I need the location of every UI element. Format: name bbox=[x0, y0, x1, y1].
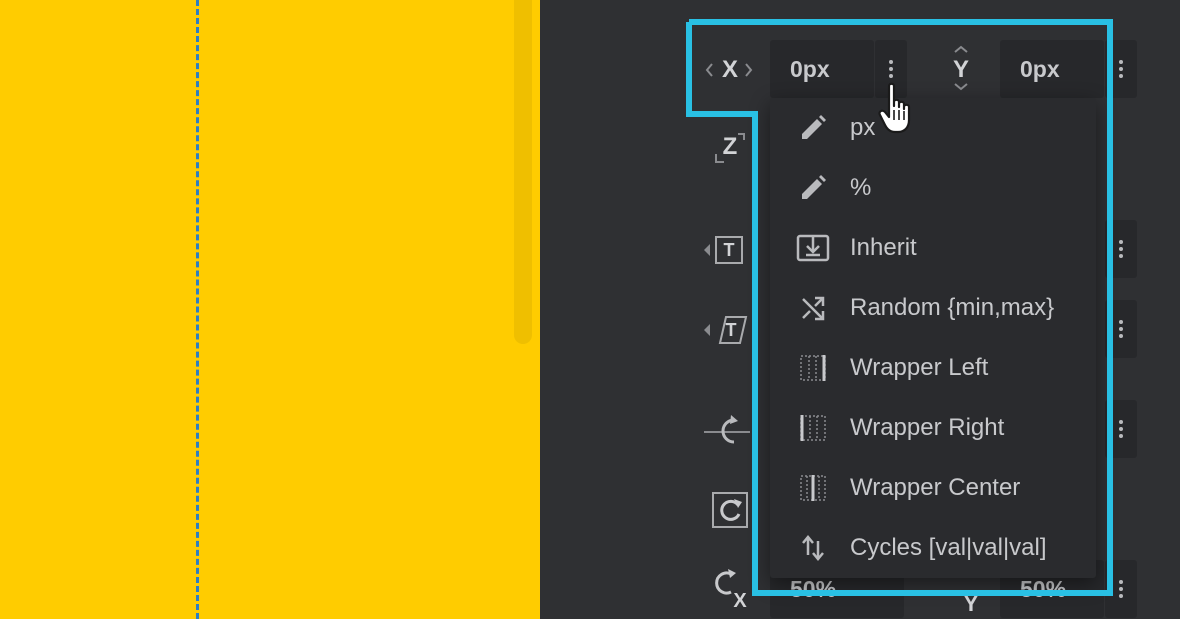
x-axis-label: X bbox=[721, 56, 738, 83]
pencil-icon bbox=[796, 171, 830, 205]
rotate-3d-icon bbox=[702, 410, 752, 450]
x-value-field[interactable]: 0px bbox=[770, 40, 874, 98]
menu-item-percent[interactable]: % bbox=[770, 158, 1096, 218]
row5-menu-button[interactable] bbox=[1105, 400, 1137, 458]
more-vertical-icon bbox=[1119, 427, 1123, 431]
menu-item-label: Random {min,max} bbox=[850, 294, 1055, 321]
more-vertical-icon bbox=[1119, 327, 1123, 331]
more-vertical-icon bbox=[1119, 67, 1123, 71]
wrapper-right-icon bbox=[796, 411, 830, 445]
row3-menu-button[interactable] bbox=[1105, 220, 1137, 278]
y-value-field[interactable]: 0px bbox=[1000, 40, 1104, 98]
more-vertical-icon bbox=[1119, 247, 1123, 251]
origin-menu-button[interactable] bbox=[1105, 560, 1137, 618]
menu-item-label: Wrapper Right bbox=[850, 414, 1005, 441]
menu-item-inherit[interactable]: Inherit bbox=[770, 218, 1096, 278]
menu-item-random[interactable]: Random {min,max} bbox=[770, 278, 1096, 338]
x-value: 0px bbox=[790, 55, 830, 82]
canvas-preview bbox=[0, 0, 540, 619]
more-vertical-icon bbox=[889, 67, 893, 71]
wrapper-center-icon bbox=[796, 471, 830, 505]
shuffle-icon bbox=[796, 291, 830, 325]
more-vertical-icon bbox=[1119, 587, 1123, 591]
z-axis-label: Z bbox=[722, 133, 738, 160]
menu-item-label: Cycles [val|val|val] bbox=[850, 534, 1047, 561]
hand-cursor-icon bbox=[878, 82, 911, 134]
origin-y-label: Y bbox=[963, 591, 979, 616]
menu-item-label: Wrapper Center bbox=[850, 474, 1021, 501]
y-unit-menu-button[interactable] bbox=[1105, 40, 1137, 98]
origin-x-label: X bbox=[733, 589, 747, 612]
wrapper-left-icon bbox=[796, 351, 830, 385]
pencil-icon bbox=[796, 111, 830, 145]
rotate-icon bbox=[710, 490, 750, 530]
menu-item-cycles[interactable]: Cycles [val|val|val] bbox=[770, 518, 1096, 578]
cycles-icon bbox=[796, 531, 830, 565]
text-rotate-label: T bbox=[723, 239, 735, 260]
unit-dropdown-menu: px % Inherit Random {min,max} Wrapper Le… bbox=[770, 98, 1096, 578]
row4-menu-button[interactable] bbox=[1105, 300, 1137, 358]
y-axis-label: Y bbox=[952, 56, 969, 83]
menu-item-label: Wrapper Left bbox=[850, 354, 989, 381]
menu-item-wrapper-left[interactable]: Wrapper Left bbox=[770, 338, 1096, 398]
menu-item-wrapper-right[interactable]: Wrapper Right bbox=[770, 398, 1096, 458]
canvas-scrollbar[interactable] bbox=[514, 0, 532, 344]
menu-item-label: Inherit bbox=[850, 234, 917, 261]
text-skew-label: T bbox=[725, 319, 737, 340]
menu-item-wrapper-center[interactable]: Wrapper Center bbox=[770, 458, 1096, 518]
menu-item-px[interactable]: px bbox=[770, 98, 1096, 158]
inherit-icon bbox=[796, 231, 830, 265]
origin-y-value: 50% bbox=[1020, 575, 1067, 602]
y-value: 0px bbox=[1020, 55, 1060, 82]
menu-item-label: % bbox=[850, 174, 872, 201]
origin-x-value: 50% bbox=[790, 575, 837, 602]
dashed-guide-line bbox=[196, 0, 199, 619]
menu-item-label: px bbox=[850, 114, 876, 141]
